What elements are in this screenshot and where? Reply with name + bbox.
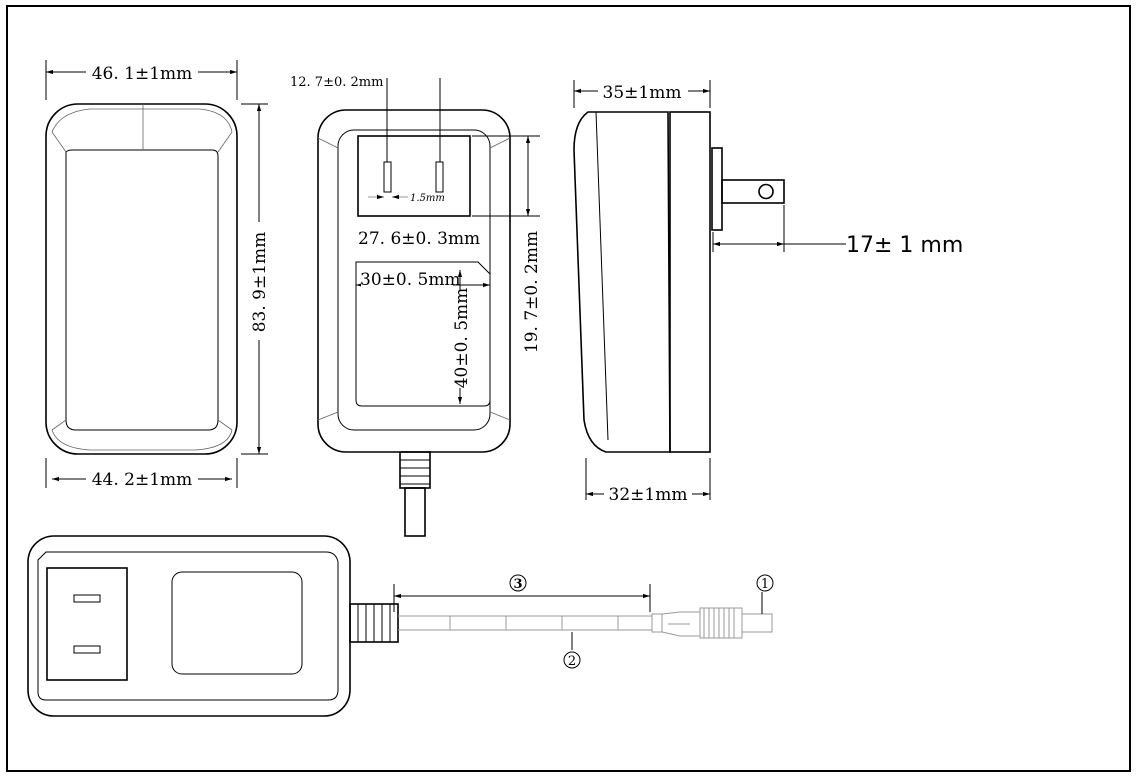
- depth-bottom-label: 32±1mm: [609, 485, 688, 505]
- back-dimensions: 12. 7±0. 2mm 1.5mm 27. 6±0. 3mm 19. 7±0.…: [290, 75, 542, 404]
- bottom-pin-bottom: [73, 645, 101, 654]
- dc-connector: [651, 607, 773, 639]
- back-view: [317, 109, 511, 537]
- cable: [398, 615, 652, 631]
- front-view: [45, 103, 238, 455]
- label-area: [355, 261, 491, 407]
- bottom-plug-face: [46, 567, 128, 681]
- front-dimensions: 46. 1±1mm 44. 2±1mm 83. 9±1mm: [45, 60, 270, 490]
- bottom-callouts: 3 1 2: [393, 574, 774, 669]
- width-bottom-label: 44. 2±1mm: [92, 470, 193, 490]
- side-dimensions: 35±1mm 32±1mm 17± 1 mm: [573, 80, 963, 505]
- bottom-view: [27, 535, 399, 717]
- side-view: [573, 111, 785, 453]
- height-label: 83. 9±1mm: [250, 232, 270, 333]
- pin-width-label: 1.5mm: [410, 193, 445, 204]
- bottom-pin-top: [73, 594, 101, 603]
- pin-length-label: 17± 1 mm: [846, 233, 963, 258]
- plug-face-height-label: 19. 7±0. 2mm: [522, 231, 542, 353]
- callout-1: 1: [761, 577, 769, 592]
- side-pin: [711, 147, 723, 231]
- width-top-label: 46. 1±1mm: [92, 64, 193, 84]
- bottom-label-area: [171, 571, 303, 675]
- callout-2: 2: [568, 654, 576, 669]
- plug-face-width-label: 27. 6±0. 3mm: [358, 229, 480, 249]
- plug-face: [357, 135, 471, 217]
- callout-3: 3: [513, 577, 522, 592]
- pin-right: [435, 161, 444, 193]
- depth-top-label: 35±1mm: [603, 83, 682, 103]
- pin-pitch-label: 12. 7±0. 2mm: [290, 75, 383, 90]
- label-width-label: 30±0. 5mm: [360, 270, 461, 290]
- label-height-label: 40±0. 5mm: [452, 288, 472, 389]
- pin-left: [383, 161, 392, 193]
- drawing-border: [6, 5, 1131, 772]
